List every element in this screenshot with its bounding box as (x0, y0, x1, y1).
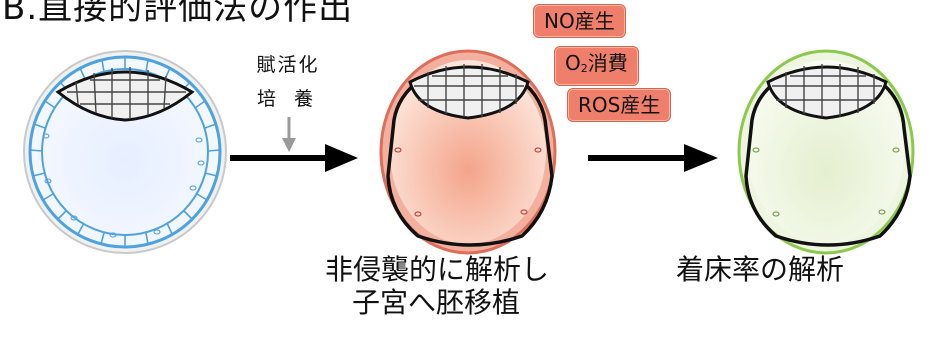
blastocyst-red (379, 49, 557, 255)
caption-implantation-rate: 着床率の解析 (676, 253, 845, 286)
inner-cell-mass-blue (55, 67, 195, 122)
nuclei-green (752, 147, 900, 217)
badge-o2-suffix: 消費 (587, 51, 628, 75)
blastocyst-green (737, 49, 915, 255)
badge-o2-consumption: O2消費 (554, 46, 639, 86)
badge-o2-prefix: O (565, 51, 581, 75)
caption-noninvasive-analysis: 非侵襲的に解析し (325, 253, 550, 286)
label-activation: 賦活化 (256, 54, 320, 76)
badge-ros-production: ROS産生 (567, 88, 672, 122)
arrow-step1 (230, 144, 358, 172)
caption-embryo-transfer: 子宮へ胚移植 (352, 286, 521, 319)
nuclei-red (394, 147, 542, 217)
label-culture: 培 養 (256, 88, 320, 110)
badge-o2-subscript: 2 (580, 62, 588, 75)
inner-cell-mass-green (766, 64, 888, 120)
inner-cell-mass-red (408, 64, 530, 120)
badge-no-production: NO産生 (533, 4, 626, 38)
blastocyst-blue (23, 50, 227, 254)
arrow-step2 (588, 144, 718, 172)
small-down-arrow (282, 117, 296, 152)
section-title: B.直接的評価法の作出 (2, 0, 354, 28)
nuclei-blue (42, 133, 205, 238)
